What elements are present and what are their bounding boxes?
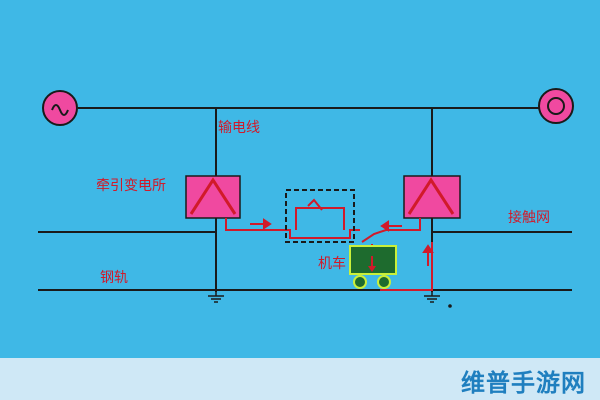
- traction-power-diagram: 输电线 牵引变电所 接触网 钢轨 机车: [38, 88, 574, 308]
- catenary-label: 接触网: [508, 209, 550, 226]
- locomotive-label: 机车: [318, 255, 346, 272]
- generator-icon: [538, 88, 574, 124]
- ac-generator-icon: [42, 90, 78, 126]
- watermark-text: 维普手游网: [461, 369, 586, 397]
- rail-label: 钢轨: [100, 270, 128, 286]
- footer-banner: [0, 358, 600, 400]
- substation-label: 牵引变电所: [96, 178, 166, 194]
- ground-icon: [424, 292, 440, 303]
- current-path: [225, 218, 433, 291]
- current-arrow-icon: [250, 218, 272, 230]
- dot-marker: [448, 304, 452, 308]
- transformer-icon: [185, 175, 241, 219]
- switch-icon: [285, 189, 355, 243]
- transmission-line-label: 输电线: [218, 120, 260, 136]
- current-arrow-icon: [422, 244, 434, 266]
- locomotive-icon: [349, 245, 397, 289]
- current-arrow-icon: [380, 220, 402, 232]
- transformer-icon: [403, 175, 461, 219]
- ground-icon: [208, 292, 224, 303]
